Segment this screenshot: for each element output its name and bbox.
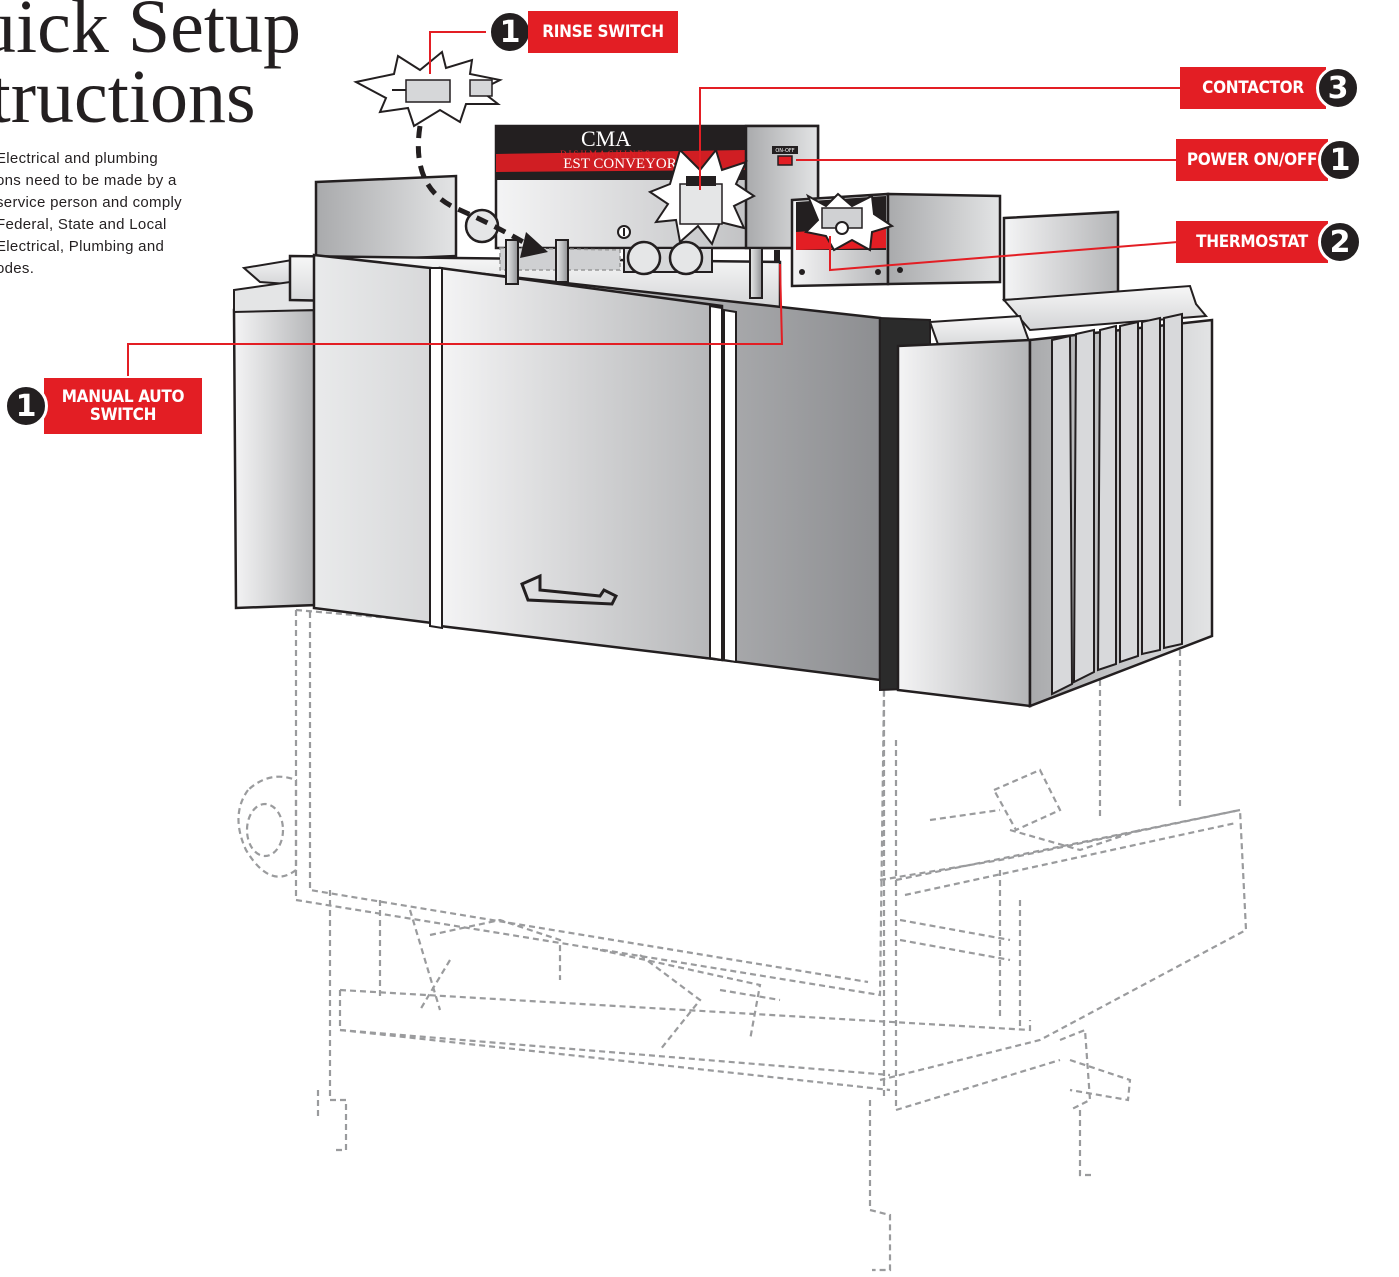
page-title: uick Setup structions <box>0 0 301 139</box>
callout-manual-auto: 1 MANUAL AUTO SWITCH <box>4 378 202 434</box>
intro-text: Electrical and plumbing ons need to be m… <box>0 148 256 280</box>
leader-lines <box>127 31 1180 376</box>
intro-line: ons need to be made by a <box>0 172 177 189</box>
intro-line: Federal, State and Local <box>0 216 167 233</box>
intro-line: service person and comply <box>0 194 182 211</box>
manual-auto-label: MANUAL AUTO SWITCH <box>44 378 202 434</box>
callout-thermostat: THERMOSTAT 2 <box>1176 220 1362 264</box>
main-body <box>288 253 931 692</box>
rinse-switch-number: 1 <box>488 10 532 54</box>
title-line-1: uick Setup <box>0 0 301 69</box>
thermostat-label: THERMOSTAT <box>1176 221 1328 263</box>
stand-outline <box>237 608 1248 1272</box>
contactor-number: 3 <box>1316 66 1360 110</box>
intro-line: Electrical and plumbing <box>0 150 158 167</box>
manual-auto-number: 1 <box>4 384 48 428</box>
switch-label: ON-OFF <box>775 148 794 154</box>
title-line-2: structions <box>0 55 256 139</box>
power-number: 1 <box>1318 138 1362 182</box>
thermostat-number: 2 <box>1318 220 1362 264</box>
right-tank <box>790 192 1002 288</box>
manual-auto-label-line-2: SWITCH <box>89 405 157 425</box>
contactor-label: CONTACTOR <box>1180 67 1326 109</box>
intro-line: odes. <box>0 260 35 277</box>
brand-sub-text: DISHMACHINES <box>560 149 652 159</box>
brand-text: CMA <box>581 126 631 151</box>
rinse-switch-burst <box>353 50 548 258</box>
manual-auto-label-line-1: MANUAL AUTO <box>61 387 185 407</box>
rinse-switch-label: RINSE SWITCH <box>528 11 678 53</box>
callout-rinse-switch: 1 RINSE SWITCH <box>488 10 678 54</box>
callout-contactor: CONTACTOR 3 <box>1180 66 1360 110</box>
right-hood <box>896 210 1214 708</box>
power-label: POWER ON/OFF <box>1176 139 1328 181</box>
model-text: EST CONVEYOR <box>563 156 676 172</box>
callout-power: POWER ON/OFF 1 <box>1176 138 1362 182</box>
intro-line: Electrical, Plumbing and <box>0 238 165 255</box>
